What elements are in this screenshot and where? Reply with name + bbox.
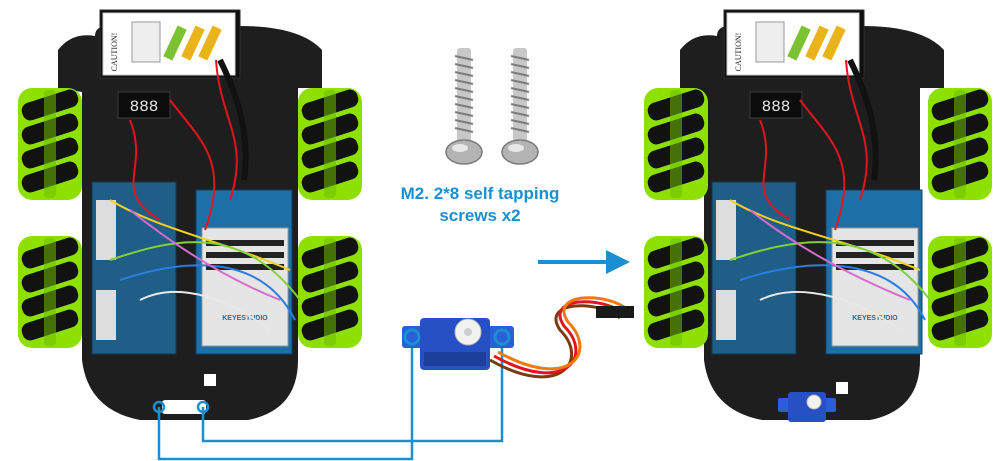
voltmeter-left: [117, 91, 171, 119]
caption-line-2: screws x2: [439, 206, 521, 225]
car-after: CAUTION! 888 KEYESTUDIO: [644, 9, 992, 422]
board-brand-left: KEYESTUDIO: [222, 315, 268, 322]
caution-text-right: CAUTION!: [734, 33, 743, 72]
wheel-rear-right: [298, 235, 362, 348]
servo-motor: [402, 318, 514, 370]
screw-icon-2: [501, 47, 539, 165]
arrow-right-icon: [538, 250, 630, 274]
caution-text-left: CAUTION!: [110, 33, 119, 72]
caution-label-left: [102, 12, 236, 76]
voltmeter-digits-right: 888: [762, 98, 791, 116]
servo-mounted: [778, 392, 836, 422]
sensor-shield-right: [831, 227, 919, 347]
wheel-front-right-after: [928, 87, 992, 200]
servo-wires: [489, 296, 630, 379]
wheel-rear-left: [18, 235, 82, 348]
car-before: CAUTION! 888 KEYESTUDIO: [18, 9, 362, 420]
board-brand-right: KEYESTUDIO: [852, 315, 898, 322]
wheel-front-right: [298, 87, 362, 200]
wheel-rear-right-after: [928, 235, 992, 348]
callout-line: [157, 337, 414, 461]
servo-connector: [596, 306, 634, 318]
screws: [445, 47, 539, 165]
voltmeter-right: [749, 91, 803, 119]
wheel-front-left-after: [644, 87, 708, 200]
callout-line-2: [201, 337, 504, 443]
caution-label-right: [726, 12, 860, 76]
sensor-shield-left: [201, 227, 289, 347]
screw-icon: [445, 47, 483, 165]
screw-caption: M2. 2*8 self tapping screws x2: [355, 183, 605, 227]
wheel-rear-left-after: [644, 235, 708, 348]
caption-line-1: M2. 2*8 self tapping: [400, 184, 560, 203]
voltmeter-digits-left: 888: [130, 98, 159, 116]
servo-callout: [152, 296, 634, 461]
wheel-front-left: [18, 87, 82, 200]
